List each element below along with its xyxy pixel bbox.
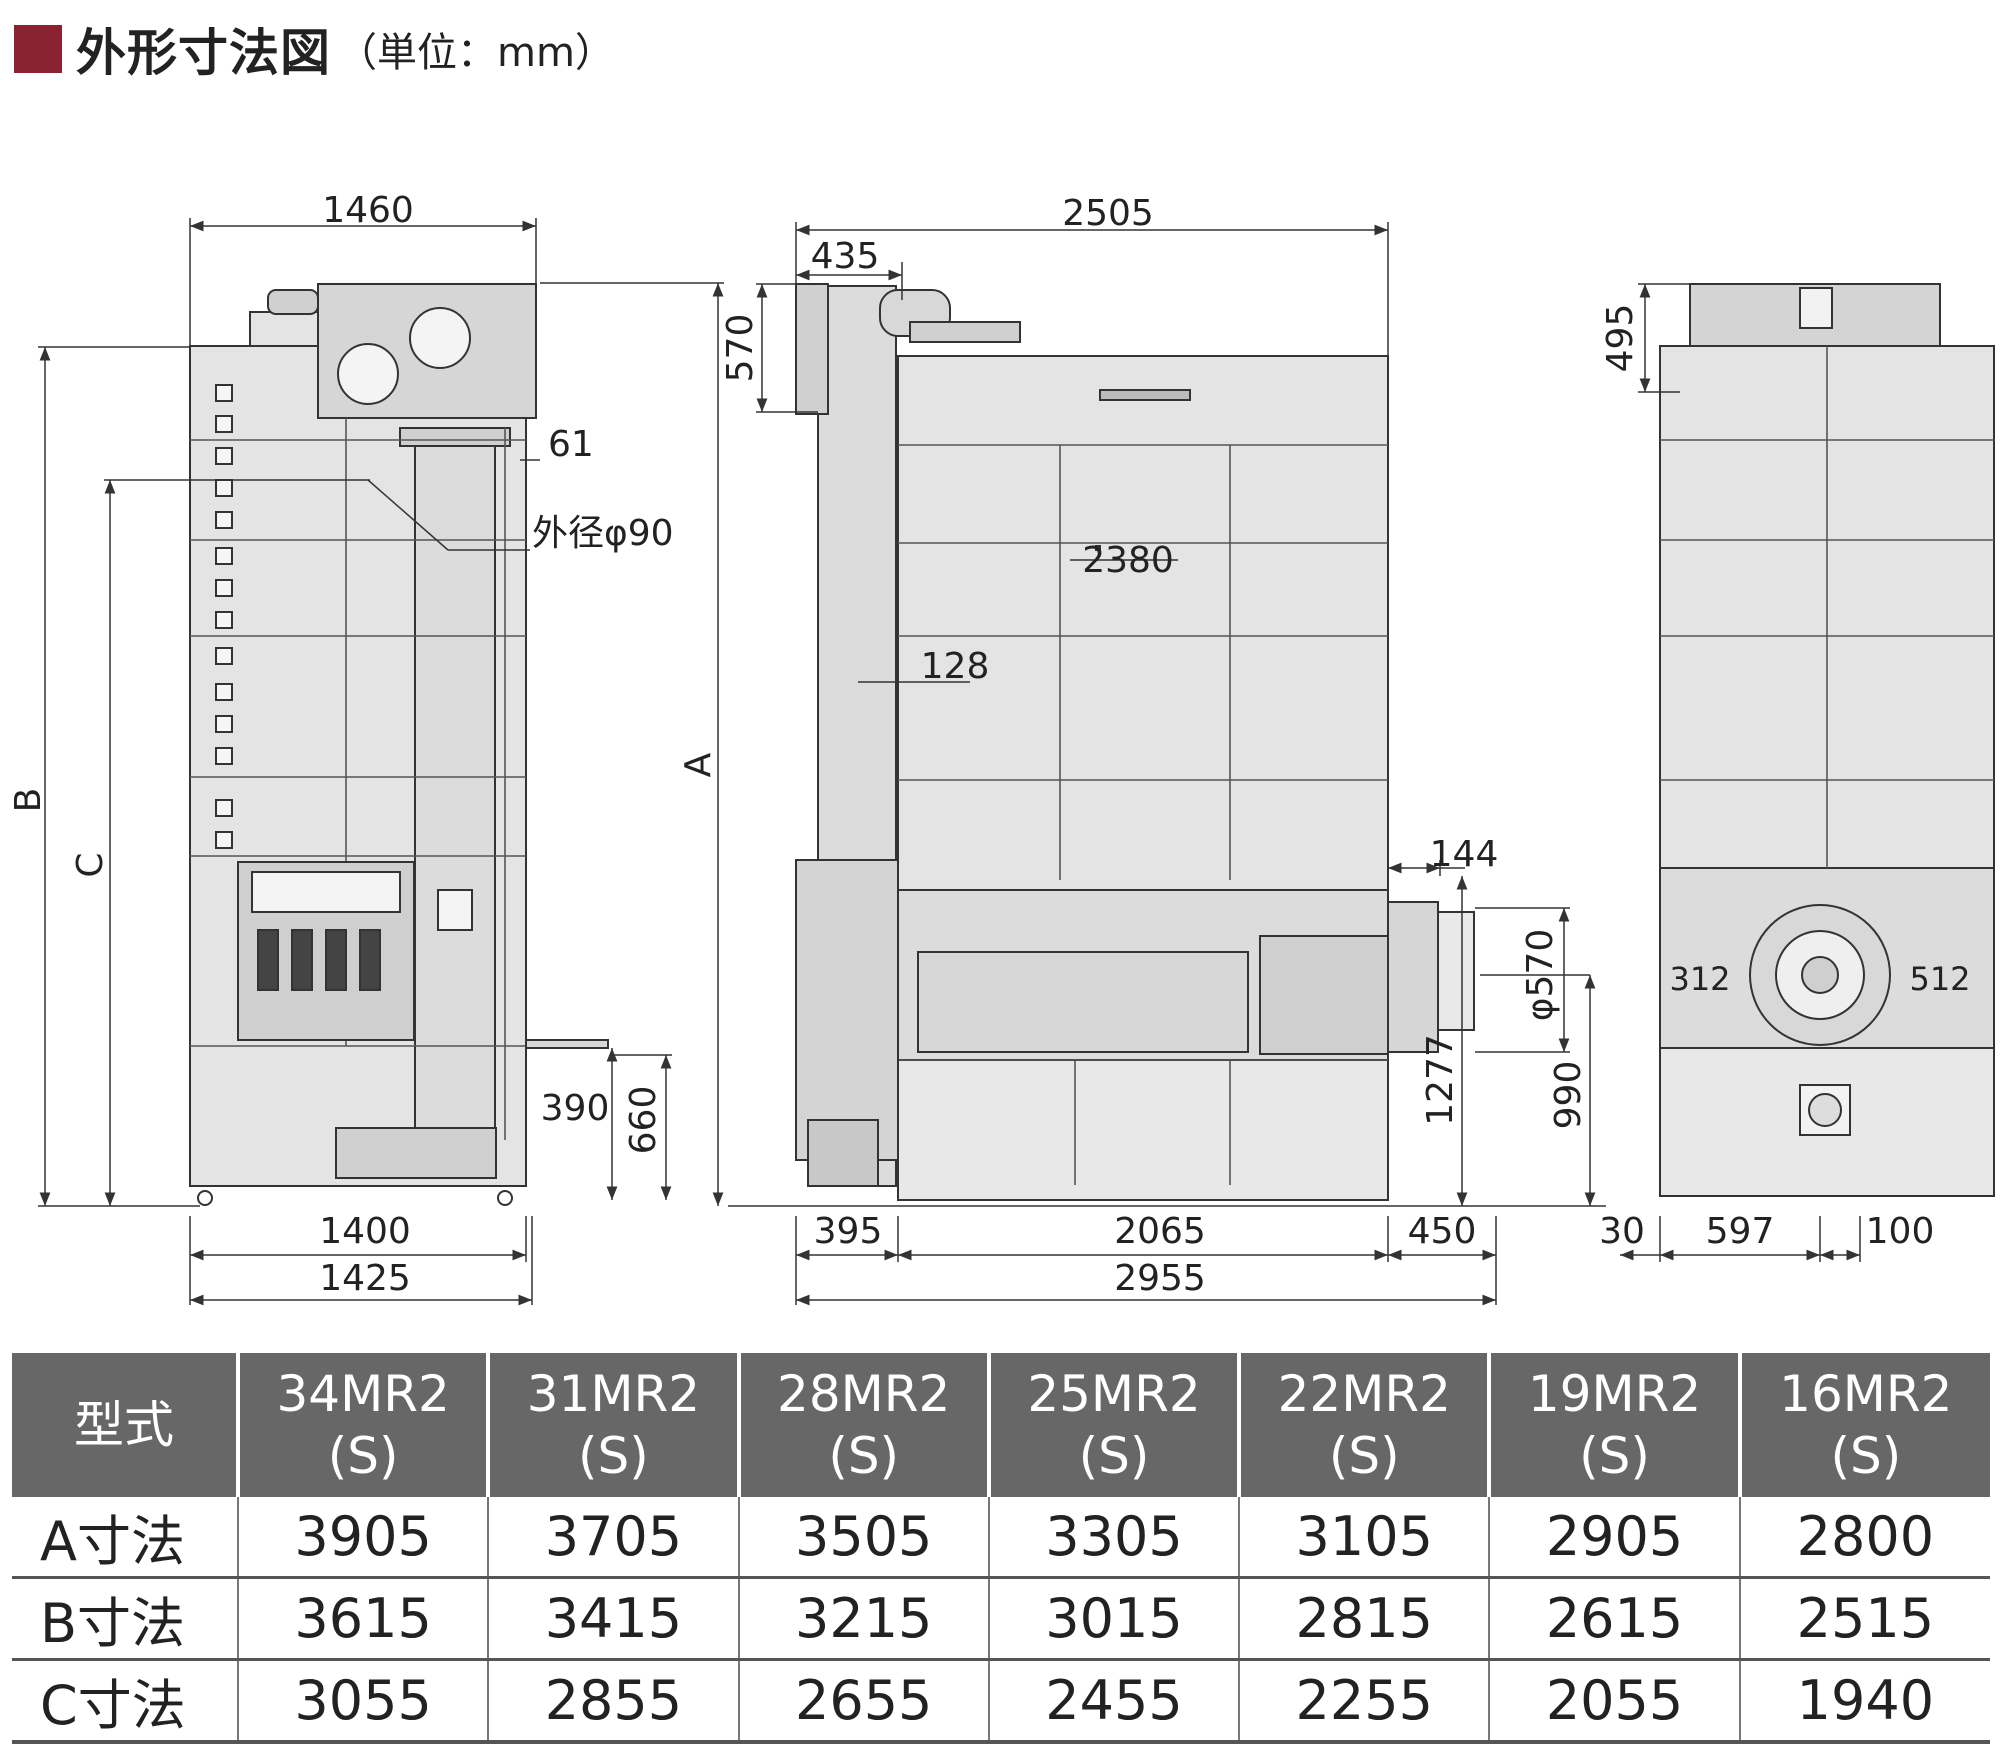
dim-phi570: φ570 xyxy=(1520,929,1561,1021)
dim-390: 390 xyxy=(541,1088,610,1129)
dim-495: 495 xyxy=(1600,304,1641,373)
front-dimension-labels: 1460 61 外径φ90 390 660 1400 1425 B C A xyxy=(8,190,719,1299)
dim-front-width: 1460 xyxy=(322,190,414,231)
dim-1277: 1277 xyxy=(1420,1034,1461,1126)
dim-512: 512 xyxy=(1909,960,1970,998)
dimension-drawing: 1460 61 外径φ90 390 660 1400 1425 B C A xyxy=(8,190,1995,1306)
model-header: 16MR2(S) xyxy=(1737,1353,1990,1497)
model-name: 25MR2 xyxy=(1027,1365,1201,1423)
table-cell: 2800 xyxy=(1738,1497,1990,1579)
table-row-c: C寸法 3055 2855 2655 2455 2255 2055 1940 xyxy=(12,1659,1990,1744)
model-suffix: (S) xyxy=(828,1427,900,1485)
model-name: 19MR2 xyxy=(1527,1365,1702,1423)
model-header: 34MR2(S) xyxy=(235,1353,489,1497)
dim-450: 450 xyxy=(1408,1211,1477,1252)
dim-B: B xyxy=(8,788,49,813)
table-cell: 2255 xyxy=(1238,1659,1490,1744)
title-marker xyxy=(14,25,62,73)
dim-100: 100 xyxy=(1866,1211,1935,1252)
table-cell: 1940 xyxy=(1738,1659,1990,1744)
table-cell: 2815 xyxy=(1238,1577,1490,1661)
table-cell: 3105 xyxy=(1238,1497,1490,1579)
model-suffix: (S) xyxy=(1579,1427,1650,1485)
unit-note: （単位：mm） xyxy=(337,30,615,76)
model-name: 34MR2 xyxy=(276,1365,450,1423)
table-cell: 2905 xyxy=(1488,1497,1740,1579)
dim-61: 61 xyxy=(548,424,594,465)
side-view xyxy=(795,283,1475,1201)
table-cell: 3615 xyxy=(236,1577,489,1661)
table-cell: 3055 xyxy=(236,1659,489,1744)
table-cell: 3215 xyxy=(737,1577,989,1661)
model-name: 22MR2 xyxy=(1277,1365,1451,1423)
table-cell: 2855 xyxy=(487,1659,739,1744)
row-label: C寸法 xyxy=(12,1659,238,1744)
dim-pipe: 外径φ90 xyxy=(532,513,674,554)
table-cell: 2615 xyxy=(1488,1577,1740,1661)
dim-660: 660 xyxy=(623,1086,664,1155)
model-suffix: (S) xyxy=(1078,1427,1150,1485)
model-name: 31MR2 xyxy=(526,1365,701,1423)
model-suffix: (S) xyxy=(578,1427,649,1485)
rear-view xyxy=(1659,283,1995,1197)
spec-table: 型式 34MR2(S) 31MR2(S) 28MR2(S) 25MR2(S) 2… xyxy=(12,1353,1990,1744)
dim-395: 395 xyxy=(814,1211,883,1252)
dim-312: 312 xyxy=(1669,960,1730,998)
model-name: 16MR2 xyxy=(1779,1365,1953,1423)
corner-cell: 型式 xyxy=(12,1353,238,1497)
table-cell: 3505 xyxy=(737,1497,989,1579)
dim-570: 570 xyxy=(720,314,761,383)
dim-2505: 2505 xyxy=(1062,193,1154,234)
dim-1400: 1400 xyxy=(319,1211,411,1252)
spec-table-header-row: 型式 34MR2(S) 31MR2(S) 28MR2(S) 25MR2(S) 2… xyxy=(12,1353,1990,1497)
dim-597: 597 xyxy=(1706,1211,1775,1252)
model-header: 31MR2(S) xyxy=(486,1353,739,1497)
row-label: B寸法 xyxy=(12,1577,238,1661)
model-header: 19MR2(S) xyxy=(1487,1353,1740,1497)
table-cell: 2515 xyxy=(1738,1577,1990,1661)
model-suffix: (S) xyxy=(1328,1427,1400,1485)
rear-dimension-lines xyxy=(1620,283,1861,1262)
dim-990: 990 xyxy=(1548,1061,1589,1130)
row-label: A寸法 xyxy=(12,1497,238,1579)
dim-1425: 1425 xyxy=(319,1258,411,1299)
page-title: 外形寸法図 xyxy=(76,24,331,82)
table-cell: 3705 xyxy=(487,1497,739,1579)
page-header: 外形寸法図 （単位：mm） xyxy=(14,14,615,84)
model-header: 22MR2(S) xyxy=(1237,1353,1490,1497)
dim-2955: 2955 xyxy=(1114,1258,1206,1299)
dim-30: 30 xyxy=(1599,1211,1645,1252)
table-cell: 2655 xyxy=(737,1659,989,1744)
table-cell: 3015 xyxy=(987,1577,1240,1661)
dim-128: 128 xyxy=(921,646,990,687)
front-dimension-lines xyxy=(38,218,724,1306)
dim-A: A xyxy=(678,752,719,777)
table-cell: 3305 xyxy=(987,1497,1240,1579)
table-row-b: B寸法 3615 3415 3215 3015 2815 2615 2515 xyxy=(12,1577,1990,1661)
table-row-a: A寸法 3905 3705 3505 3305 3105 2905 2800 xyxy=(12,1497,1990,1579)
table-cell: 3415 xyxy=(487,1577,739,1661)
dim-435: 435 xyxy=(811,236,880,277)
side-dimension-labels: 2505 435 570 2380 128 144 1277 φ570 990 … xyxy=(720,193,1589,1299)
dim-C: C xyxy=(70,852,111,877)
dim-2380: 2380 xyxy=(1082,540,1174,581)
model-suffix: (S) xyxy=(327,1427,399,1485)
model-name: 28MR2 xyxy=(777,1365,951,1423)
dim-144: 144 xyxy=(1430,834,1499,875)
table-cell: 2055 xyxy=(1488,1659,1740,1744)
table-cell: 3905 xyxy=(236,1497,489,1579)
dim-2065: 2065 xyxy=(1114,1211,1206,1252)
model-header: 28MR2(S) xyxy=(736,1353,989,1497)
table-cell: 2455 xyxy=(987,1659,1240,1744)
side-dimension-lines xyxy=(728,222,1606,1306)
rear-dimension-labels: 495 312 512 30 597 100 xyxy=(1599,304,1970,1252)
model-suffix: (S) xyxy=(1830,1427,1902,1485)
model-header: 25MR2(S) xyxy=(986,1353,1240,1497)
front-view xyxy=(189,283,609,1206)
